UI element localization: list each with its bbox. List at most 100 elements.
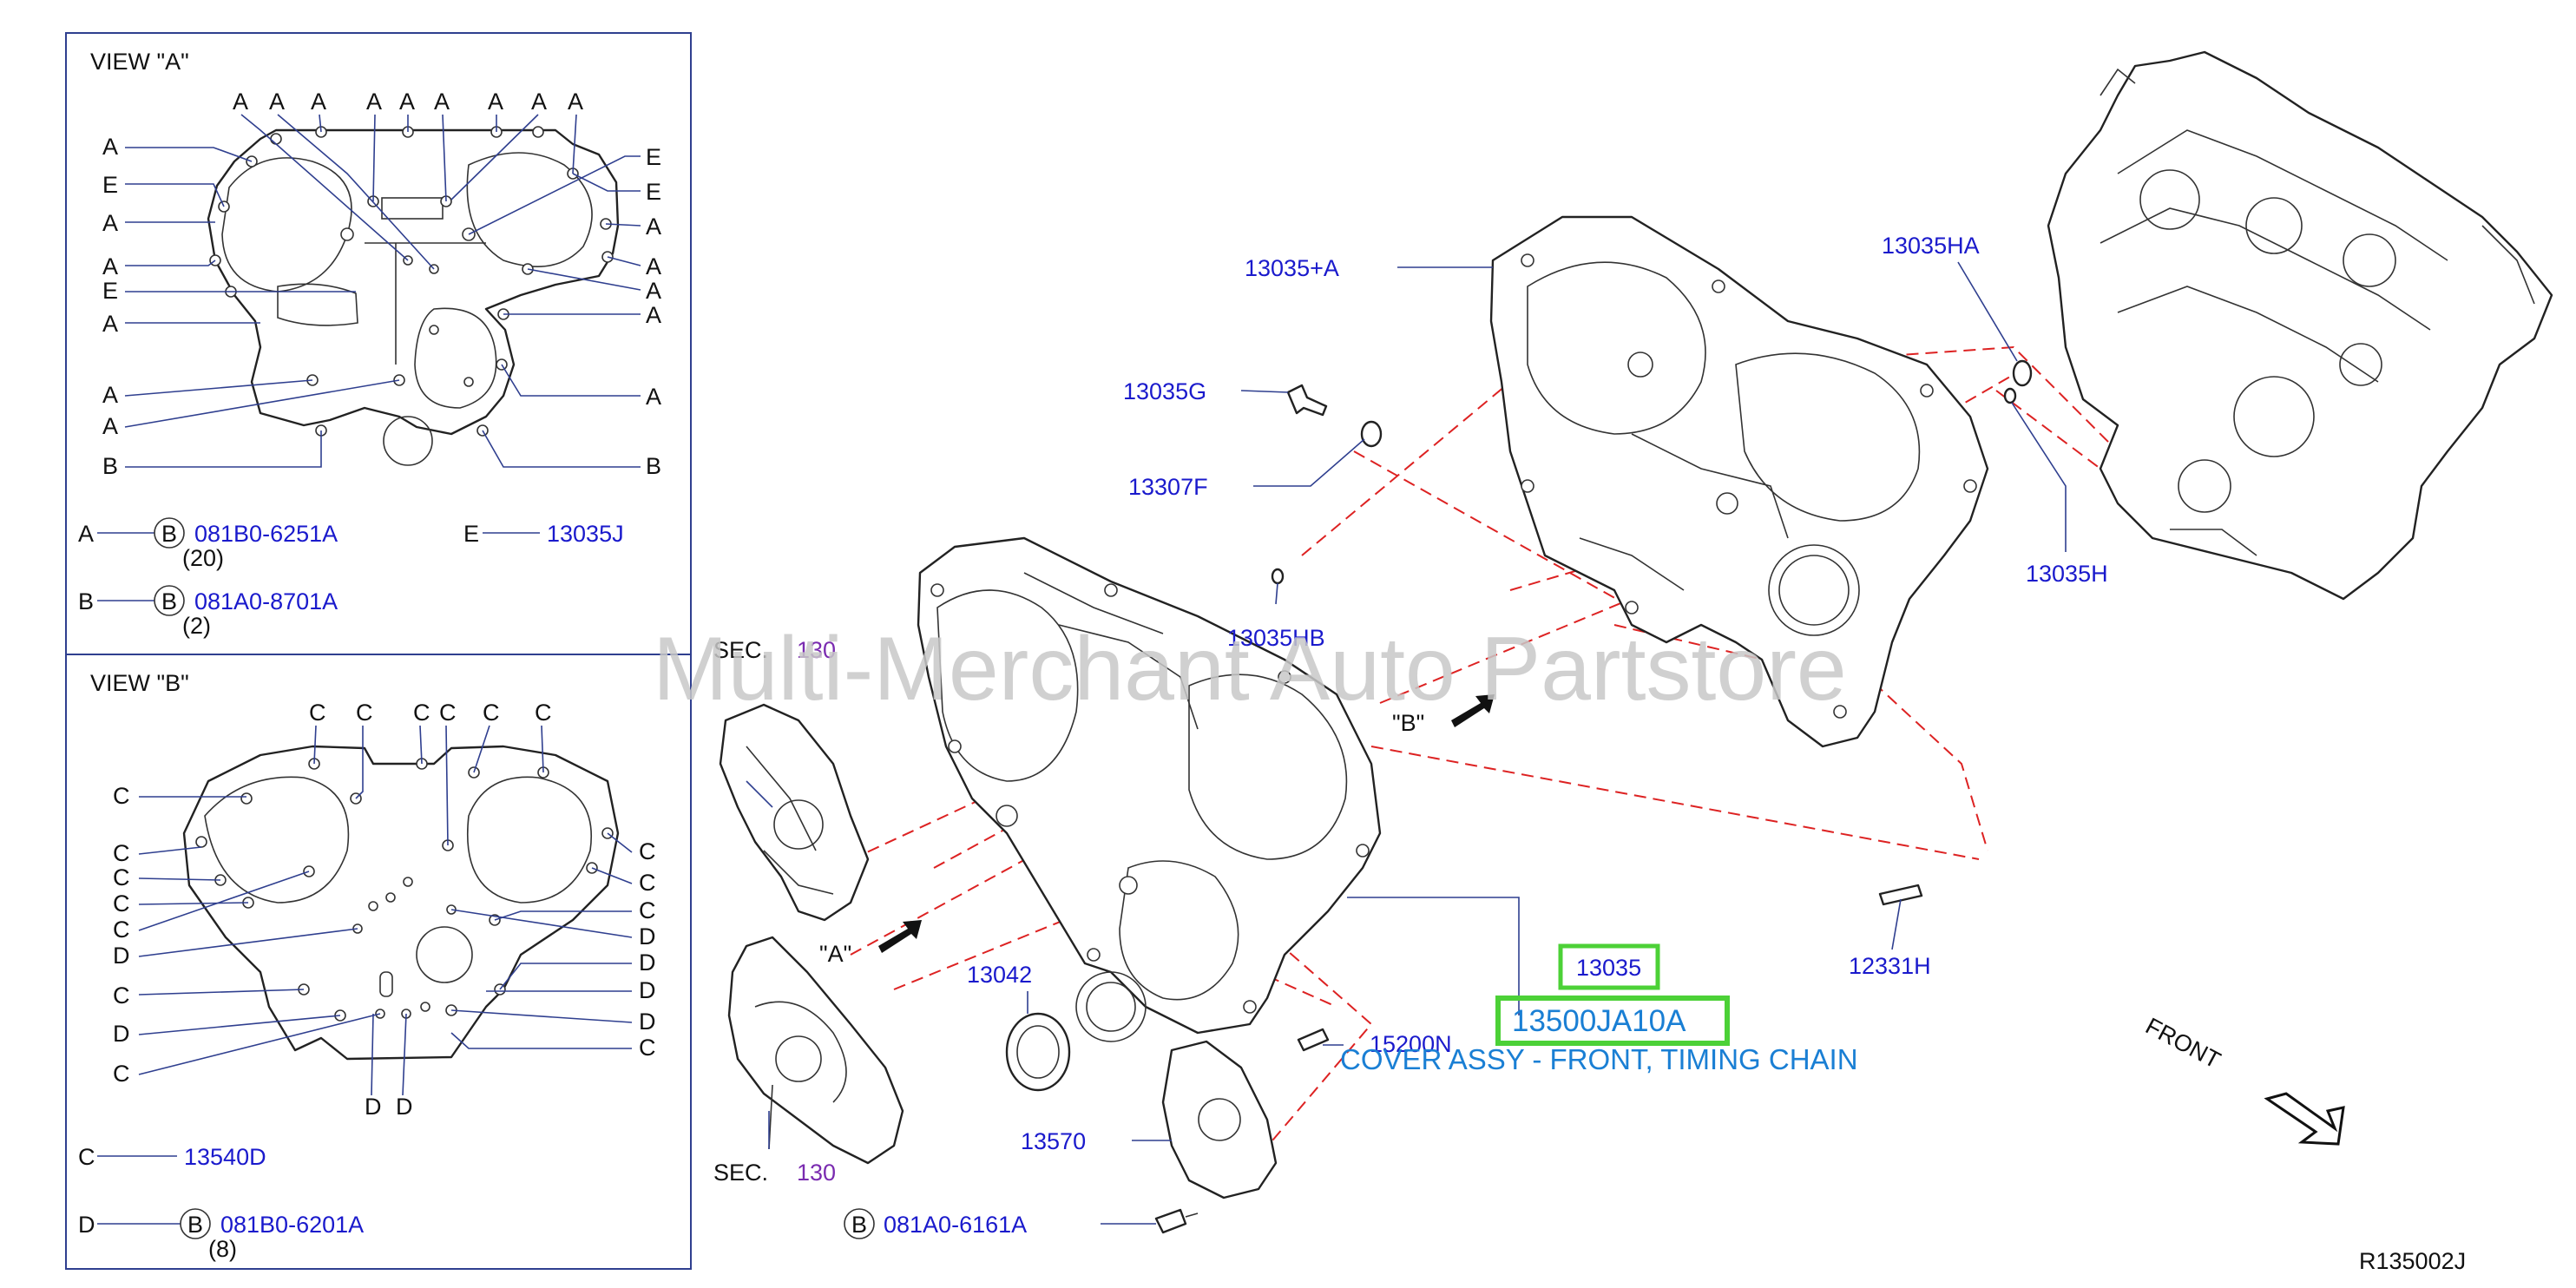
svg-text:(2): (2) xyxy=(182,613,211,639)
svg-text:D: D xyxy=(639,1009,656,1035)
part-13035j[interactable]: 13035J xyxy=(547,521,624,547)
dowel-13035hb-icon xyxy=(1271,568,1285,585)
part-15200n[interactable]: 15200N xyxy=(1370,1031,1452,1057)
svg-text:E: E xyxy=(646,144,661,170)
svg-text:A: A xyxy=(646,384,661,410)
svg-text:C: C xyxy=(439,700,457,726)
bolt-13035g-icon xyxy=(1286,384,1328,417)
svg-text:A: A xyxy=(434,89,450,115)
sec-bottom-number[interactable]: 130 xyxy=(797,1160,836,1186)
svg-text:A: A xyxy=(646,278,661,304)
part-callouts: 13035+A 13035G 13307F 13035HB 13035HA 13… xyxy=(844,233,2108,1239)
svg-text:A: A xyxy=(78,521,94,547)
part-13035g[interactable]: 13035G xyxy=(1123,378,1206,404)
svg-text:C: C xyxy=(78,1144,95,1170)
bolt-b-circle-icon xyxy=(154,517,185,549)
oil-seal-13042 xyxy=(1005,1012,1071,1092)
view-arrows: "A" "B" xyxy=(819,694,1495,967)
part-13042[interactable]: 13042 xyxy=(967,962,1032,988)
part-13035ha[interactable]: 13035HA xyxy=(1882,233,1980,259)
oil-pump-13570 xyxy=(1161,1040,1278,1199)
svg-text:A: A xyxy=(646,302,661,328)
svg-text:C: C xyxy=(535,700,552,726)
svg-text:D: D xyxy=(365,1094,382,1120)
svg-text:C: C xyxy=(113,783,130,809)
part-13035[interactable]: 13035 xyxy=(1576,955,1641,981)
svg-text:A: A xyxy=(102,134,118,160)
svg-text:A: A xyxy=(646,253,661,279)
svg-text:B: B xyxy=(78,588,94,614)
part-081a0-8701a[interactable]: 081A0-8701A xyxy=(194,588,338,614)
part-081b0-6201a[interactable]: 081B0-6201A xyxy=(220,1212,364,1238)
highlight-box-part-number xyxy=(1495,996,1730,1046)
bolt-b-circle-icon xyxy=(844,1208,875,1239)
highlight-box-13035 xyxy=(1558,943,1660,990)
part-13307f[interactable]: 13307F xyxy=(1128,474,1208,500)
bolt-b-circle-icon xyxy=(180,1208,211,1239)
highlight-description: COVER ASSY - FRONT, TIMING CHAIN xyxy=(1340,1043,1858,1075)
part-13035h[interactable]: 13035H xyxy=(2026,561,2108,587)
svg-text:D: D xyxy=(639,950,656,976)
svg-text:B: B xyxy=(187,1212,203,1238)
svg-text:D: D xyxy=(639,977,656,1003)
svg-text:C: C xyxy=(113,1061,130,1087)
part-081a0-6161a[interactable]: 081A0-6161A xyxy=(884,1212,1027,1238)
view-a-small-window xyxy=(277,283,358,326)
bolt-b-circle-icon xyxy=(154,585,185,616)
view-b-right-leaders xyxy=(450,832,633,1049)
highlight-part-number[interactable]: 13500JA10A xyxy=(1512,1004,1686,1038)
sec-top-number[interactable]: 130 xyxy=(797,637,836,663)
view-a-title: VIEW "A" xyxy=(90,49,189,75)
view-a-left-leaders xyxy=(124,147,400,468)
view-a-left-labels: A E A A E A A A B xyxy=(102,134,118,479)
part-12331h[interactable]: 12331H xyxy=(1849,953,1931,979)
part-081b0-6251a[interactable]: 081B0-6251A xyxy=(194,521,338,547)
svg-text:A: A xyxy=(646,214,661,240)
svg-text:C: C xyxy=(113,982,130,1009)
svg-text:C: C xyxy=(113,890,130,917)
view-panels xyxy=(65,32,692,1270)
front-indicator: FRONT xyxy=(2141,1013,2345,1146)
view-a-top-labels: A A A A A A A A A xyxy=(233,89,583,115)
view-b-cover-outline xyxy=(182,745,620,1061)
view-a-top-slot xyxy=(381,197,444,220)
svg-text:B: B xyxy=(851,1212,867,1238)
view-b-legend: C 13540D D B 081B0-6201A (8) xyxy=(78,1144,364,1262)
svg-text:A: A xyxy=(568,89,583,115)
rear-timing-cover xyxy=(1489,215,1989,748)
svg-text:E: E xyxy=(463,521,479,547)
water-pump-top xyxy=(719,703,870,922)
oil-pump-outline xyxy=(1161,1040,1278,1199)
svg-text:C: C xyxy=(113,917,130,943)
svg-text:C: C xyxy=(639,897,656,923)
part-13035hb[interactable]: 13035HB xyxy=(1227,625,1325,651)
svg-text:C: C xyxy=(483,700,500,726)
svg-text:B: B xyxy=(102,453,118,479)
svg-text:A: A xyxy=(269,89,285,115)
svg-text:A: A xyxy=(233,89,248,115)
view-b-right-labels: C C C D D D D C xyxy=(639,838,656,1061)
water-pump-bottom-outline xyxy=(727,936,904,1165)
view-a-right-labels: E E A A A A A B xyxy=(646,144,661,479)
view-b-bottom-labels: D D xyxy=(365,1013,413,1120)
part-13540d[interactable]: 13540D xyxy=(184,1144,266,1170)
part-13570[interactable]: 13570 xyxy=(1021,1128,1086,1154)
view-a-legend: A B 081B0-6251A (20) B B 081A0-8701A (2)… xyxy=(78,517,624,639)
sec-top-label: SEC. xyxy=(713,637,768,663)
view-b-arrow-label: "B" xyxy=(1392,710,1424,736)
svg-text:D: D xyxy=(396,1094,413,1120)
sec-bottom-label: SEC. xyxy=(713,1160,768,1186)
svg-text:A: A xyxy=(366,89,382,115)
svg-text:E: E xyxy=(102,172,118,198)
part-13035-plus-a[interactable]: 13035+A xyxy=(1245,255,1339,281)
store-watermark: Multi-Merchant Auto Partstore xyxy=(653,619,1847,720)
front-timing-cover-outline xyxy=(917,536,1382,1035)
view-a-arrow-icon xyxy=(878,920,922,953)
svg-text:B: B xyxy=(161,521,177,547)
view-b-top-leaders xyxy=(313,725,544,846)
svg-text:C: C xyxy=(309,700,326,726)
pin-15200n-icon xyxy=(1297,1028,1330,1052)
svg-text:A: A xyxy=(311,89,326,115)
view-b-right-opening xyxy=(467,776,592,904)
